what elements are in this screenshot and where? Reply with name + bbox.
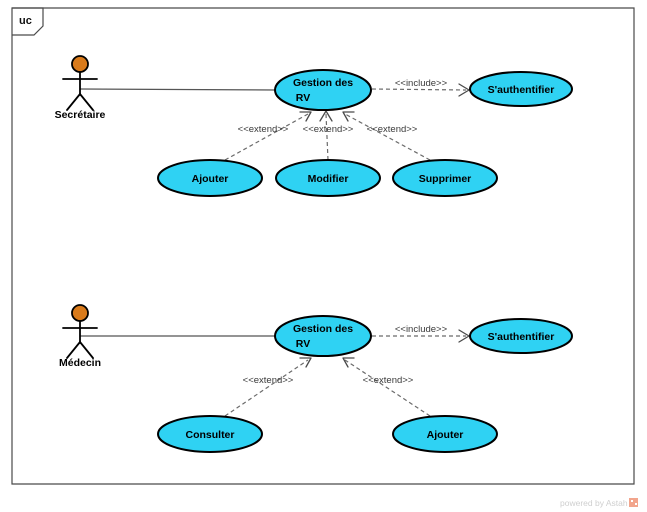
frame-tab <box>12 7 44 36</box>
frame-label: uc <box>19 15 32 27</box>
arrow-head-icon <box>299 357 312 368</box>
relationship-extend-1b: <<extend>> <box>303 110 354 161</box>
usecase-ellipse <box>157 159 263 197</box>
diagram-frame: uc <box>11 7 635 485</box>
relationship-extend-1c: <<extend>> <box>342 111 431 161</box>
relationship-include-1: <<include>> <box>371 78 470 97</box>
usecase-ajouter-secretaire[interactable]: Ajouter <box>157 159 263 197</box>
relationship-extend-2b: <<extend>> <box>342 357 431 417</box>
relationship-extend-1a: <<extend>> <box>224 111 312 161</box>
usecase-label: S'authentifier <box>488 84 555 96</box>
usecase-ellipse <box>392 415 498 453</box>
association-secretaire-gestion <box>79 88 277 91</box>
actor-head-icon <box>71 55 89 73</box>
usecase-modifier-secretaire[interactable]: Modifier <box>275 159 381 197</box>
usecase-ellipse <box>275 159 381 197</box>
usecase-label-line1: Gestion des <box>293 77 353 89</box>
usecase-ellipse <box>274 315 372 357</box>
astah-logo-detail <box>631 500 633 502</box>
arrow-head-icon <box>458 83 470 97</box>
usecase-label-line2: RV <box>296 338 310 350</box>
extend-stereotype-label: <<extend>> <box>238 124 289 135</box>
usecase-label: Supprimer <box>419 173 472 185</box>
arrow-head-icon <box>299 111 312 122</box>
usecase-consulter-medecin[interactable]: Consulter <box>157 415 263 453</box>
extend-stereotype-label: <<extend>> <box>363 375 414 386</box>
actor-label: Secrétaire <box>55 109 106 121</box>
extend-stereotype-label: <<extend>> <box>243 375 294 386</box>
include-stereotype-label: <<include>> <box>395 78 448 89</box>
frame-border <box>11 7 635 485</box>
watermark-text: powered by Astah <box>560 498 628 508</box>
extend-stereotype-label: <<extend>> <box>367 124 418 135</box>
extend-line <box>325 113 329 161</box>
usecase-gestion-des-rv-medecin[interactable]: Gestion des RV <box>274 315 372 357</box>
usecase-label: Consulter <box>185 429 234 441</box>
frame-background <box>12 8 634 484</box>
arrow-head-icon <box>319 110 333 122</box>
extend-line <box>344 113 431 161</box>
usecase-label: S'authentifier <box>488 331 555 343</box>
usecase-ellipse <box>469 318 573 354</box>
usecase-ellipse <box>392 159 498 197</box>
relationship-extend-2a: <<extend>> <box>224 357 312 417</box>
usecase-label: Ajouter <box>192 173 229 185</box>
astah-logo-detail <box>635 503 637 505</box>
usecase-ellipse <box>157 415 263 453</box>
arrow-head-icon <box>342 111 355 122</box>
actor-head-icon <box>71 304 89 322</box>
actor-medecin[interactable]: Médecin <box>59 304 101 369</box>
actor-leg-left <box>66 93 81 111</box>
usecase-ellipse <box>274 69 372 111</box>
usecase-label-line2: RV <box>296 92 310 104</box>
usecase-s-authentifier-secretaire[interactable]: S'authentifier <box>469 71 573 107</box>
actor-leg-right <box>79 93 94 111</box>
extend-stereotype-label: <<extend>> <box>303 124 354 135</box>
usecase-ellipse <box>469 71 573 107</box>
usecase-ajouter-medecin[interactable]: Ajouter <box>392 415 498 453</box>
astah-logo-icon <box>629 498 638 507</box>
actor-leg-left <box>66 341 81 359</box>
actor-leg-right <box>79 341 94 359</box>
usecase-label-line1: Gestion des <box>293 323 353 335</box>
extend-line <box>224 113 309 161</box>
arrow-head-icon <box>342 357 355 368</box>
extend-line <box>344 359 431 417</box>
watermark: powered by Astah <box>560 498 638 508</box>
usecase-s-authentifier-medecin[interactable]: S'authentifier <box>469 318 573 354</box>
usecase-label: Ajouter <box>427 429 464 441</box>
include-stereotype-label: <<include>> <box>395 324 448 335</box>
extend-line <box>224 359 309 417</box>
usecase-supprimer-secretaire[interactable]: Supprimer <box>392 159 498 197</box>
actor-secretaire[interactable]: Secrétaire <box>55 55 106 121</box>
actor-label: Médecin <box>59 357 101 369</box>
include-line <box>371 88 467 91</box>
usecase-label: Modifier <box>308 173 349 185</box>
usecase-gestion-des-rv-secretaire[interactable]: Gestion des RV <box>274 69 372 111</box>
